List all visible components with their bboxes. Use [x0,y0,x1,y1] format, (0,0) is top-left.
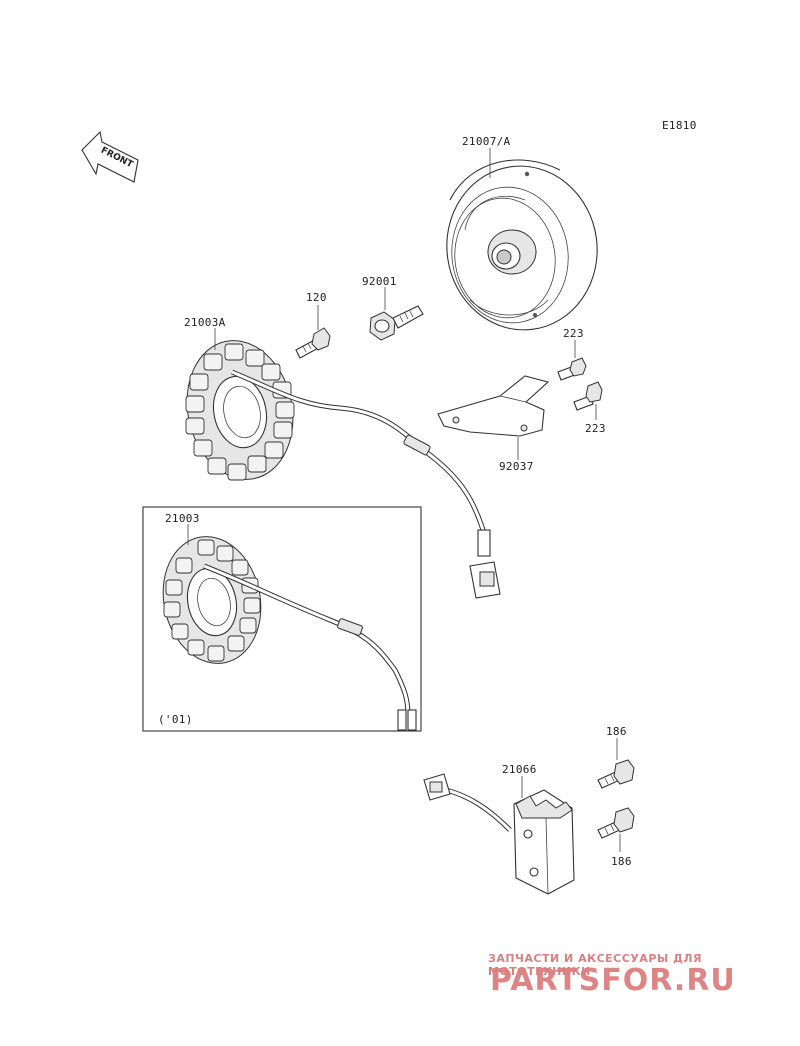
regulator-rectifier-21066[interactable] [513,789,575,895]
label-21003a: 21003A [184,316,226,329]
inset-note: ('01) [158,713,193,726]
label-21007a: 21007/A [462,135,511,148]
label-223-top: 223 [563,327,584,340]
label-21003: 21003 [165,512,200,525]
screw-223-bottom[interactable] [573,381,603,411]
bolt-186-top[interactable] [597,759,635,789]
bolt-186-bottom[interactable] [597,807,635,839]
screw-223-top[interactable] [557,357,587,381]
regulator-wire-connector [423,773,512,832]
bolt-92001[interactable] [369,305,424,341]
flywheel-rotor[interactable] [436,156,607,339]
stator-coil-21003[interactable] [152,527,273,672]
label-186-bottom: 186 [611,855,632,868]
label-92037: 92037 [499,460,534,473]
inset-wire-harness [203,563,417,731]
label-186-top: 186 [606,725,627,738]
wire-bracket-92037[interactable] [437,375,550,437]
watermark-tagline: ЗАПЧАСТИ И АКСЕССУАРЫ ДЛЯ МОТОТЕХНИКИ [488,952,703,978]
label-223-bottom: 223 [585,422,606,435]
front-arrow-icon: FRONT [81,130,139,183]
bolt-120[interactable] [295,327,331,359]
stator-wire-harness [231,369,501,599]
label-21066: 21066 [502,763,537,776]
watermark-logo-text: PARTSFOR.RU [490,963,736,998]
diagram-code: E1810 [662,119,697,132]
stator-coil-21003a[interactable] [175,331,306,490]
partsfor-logo: PARTSFOR.RU [490,963,736,998]
label-120: 120 [306,291,327,304]
label-92001: 92001 [362,275,397,288]
inset-frame [142,506,422,732]
